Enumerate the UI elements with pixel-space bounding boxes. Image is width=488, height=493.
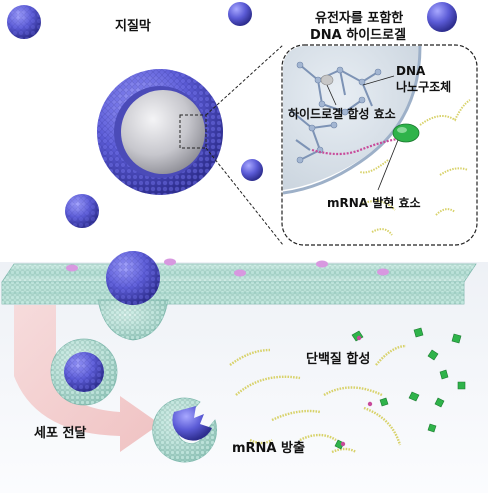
lipid-coated-hydrogel (97, 69, 223, 195)
label-dna-nanostructure-line1: DNA (396, 64, 426, 78)
cell-membrane (1, 258, 477, 305)
label-mrna-expression-enzyme: mRNA 발현 효소 (327, 196, 421, 210)
dna-network (289, 64, 379, 161)
synthesized-proteins (334, 327, 466, 450)
label-dna-hydrogel-line2: DNA 하이드로겔 (310, 28, 407, 43)
floating-particles (7, 2, 457, 228)
ribosomes (340, 335, 373, 447)
label-dna-nanostructure-line2: 나노구조체 (396, 80, 452, 94)
fusing-particle (97, 251, 169, 341)
delivery-arrow (14, 305, 160, 452)
label-mrna-release: mRNA 방출 (232, 441, 305, 456)
label-cell-delivery: 세포 전달 (34, 426, 87, 441)
mrna-expression-enzyme-icon (392, 123, 420, 143)
gene-dna-strand (311, 136, 403, 156)
label-dna-hydrogel-line1: 유전자를 포함한 (315, 11, 404, 26)
zoom-line-top (205, 44, 284, 116)
zoom-line-bottom (205, 147, 284, 246)
opened-vesicle (152, 397, 218, 463)
mrna-strands (229, 344, 407, 454)
label-lipid-membrane: 지질막 (115, 19, 151, 34)
label-protein-synthesis: 단백질 합성 (306, 352, 371, 367)
hydrogel-synthase-enzyme (320, 74, 334, 86)
inset-panel (281, 44, 478, 246)
zoom-region-box (179, 114, 207, 149)
delivered-vesicle (50, 338, 118, 406)
label-hydrogel-synthase: 하이드로겔 합성 효소 (288, 107, 396, 121)
